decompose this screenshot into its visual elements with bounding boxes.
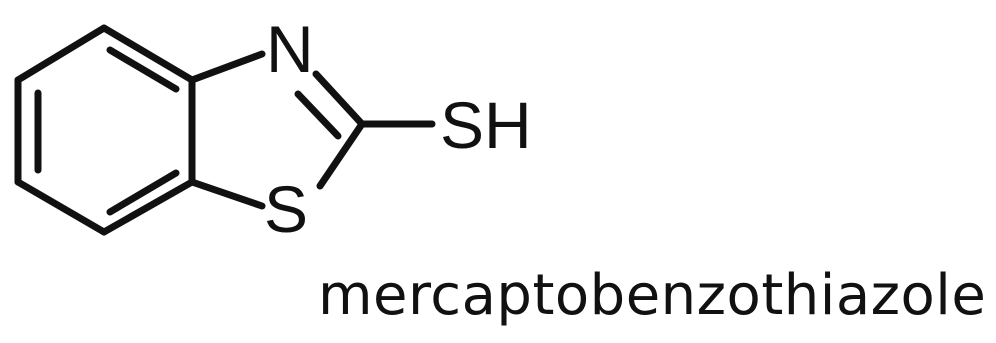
bond-benzene-inner-bottom: [106, 169, 180, 216]
bond-benzene-top-left: [14, 24, 108, 84]
bond-s-c: [188, 178, 266, 210]
bond-benzene-bottom-left: [14, 178, 108, 236]
thiol-group-label: SH: [440, 88, 532, 162]
bond-benzene-inner-top: [106, 46, 180, 93]
bond-benzene-bottom-right: [100, 178, 196, 236]
bond-c2-s: [316, 120, 366, 190]
benzene-ring: [14, 24, 196, 236]
bond-c-n: [188, 50, 266, 84]
bond-benzene-top-right: [100, 24, 196, 84]
compound-name: mercaptobenzothiazole: [318, 263, 987, 328]
thiazole-ring: [188, 50, 436, 210]
bond-n-c2: [312, 70, 366, 128]
bond-n-c2-double: [294, 90, 342, 140]
nitrogen-label: N: [266, 12, 314, 86]
sulfur-ring-label: S: [264, 172, 308, 246]
